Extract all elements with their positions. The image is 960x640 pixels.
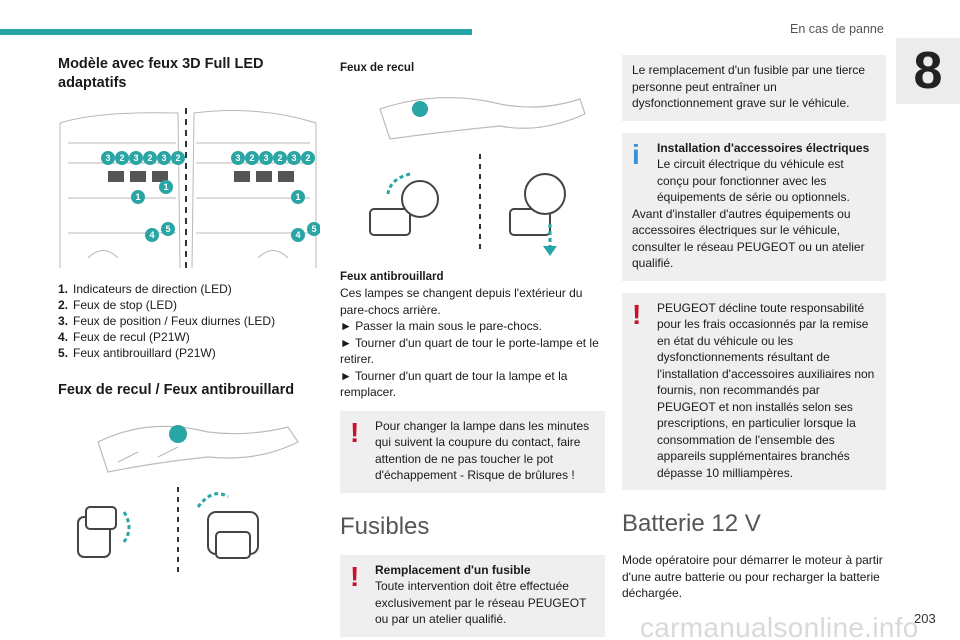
callout-2c: 2 [175,153,180,163]
warning-burn-note: ! Pour changer la lampe dans les minutes… [340,410,605,493]
antibrouillard-title: Feux antibrouillard [340,271,444,283]
antibrouillard-line: ► Tourner d'un quart de tour la lampe et… [340,368,568,400]
callout-r5: 5 [311,224,316,234]
callout-4: 4 [149,230,154,240]
header-accent-bar [0,29,472,35]
fuse-replacement-note: ! Remplacement d'un fusible Toute interv… [340,554,605,637]
section-title-recul: Feux de recul / Feux antibrouillard [58,382,295,398]
page-number: 203 [914,611,936,626]
chapter-number: 8 [896,38,960,104]
liability-warning-note: ! PEUGEOT décline toute responsabilité p… [622,292,886,490]
warning-icon: ! [350,416,360,448]
batterie-title: Batterie 12 V [622,510,761,537]
callout-r3c: 3 [291,153,296,163]
antibrouillard-line: ► Tourner d'un quart de tour le porte-la… [340,335,599,367]
light-list: 1.Indicateurs de direction (LED) 2.Feux … [58,281,320,361]
warning-icon: ! [632,298,642,330]
section-header: En cas de panne [790,22,884,36]
column-middle: Feux de recul Feux antibrouillard Ces la… [340,55,605,637]
column-right: Le remplacement d'un fusible par une tie… [622,55,886,602]
watermark-text: carmanualsonline.info [640,612,919,640]
column-left: Modèle avec feux 3D Full LED adaptatifs … [58,55,320,582]
callout-2: 2 [119,153,124,163]
callout-r1: 1 [295,192,300,202]
callout-r2b: 2 [277,153,282,163]
antibrouillard-line: ► Passer la main sous le pare-chocs. [340,319,542,333]
callout-5: 5 [165,224,170,234]
list-item: 3.Feux de position / Feux diurnes (LED) [58,314,276,328]
list-item: 2.Feux de stop (LED) [58,298,178,312]
rear-lights-illustration: 3 2 3 2 3 2 1 1 4 5 3 2 3 2 3 2 1 4 5 [58,103,320,273]
callout-1: 1 [135,192,140,202]
callout-r3b: 3 [263,153,268,163]
callout-r3: 3 [235,153,240,163]
batterie-text: Mode opératoire pour démarrer le moteur … [622,553,883,600]
callout-3b: 3 [133,153,138,163]
model-title: Modèle avec feux 3D Full LED adaptatifs [58,56,264,91]
list-item: 1.Indicateurs de direction (LED) [58,282,232,296]
fusibles-title: Fusibles [340,512,430,540]
reverse-light-illustration [340,84,605,259]
accessories-info-note: i Installation d'accessoires électriques… [622,132,886,281]
callout-r4: 4 [295,230,300,240]
callout-1b: 1 [163,182,168,192]
info-icon: i [632,138,640,170]
fuse-third-party-note: Le remplacement d'un fusible par une tie… [622,55,886,121]
list-item: 4.Feux de recul (P21W) [58,330,190,344]
warning-icon: ! [350,560,360,592]
callout-r2c: 2 [305,153,310,163]
callout-3c: 3 [161,153,166,163]
bulb-removal-illustration [58,412,320,582]
antibrouillard-line: Ces lampes se changent depuis l'extérieu… [340,286,583,317]
callout-2b: 2 [147,153,152,163]
recul-label: Feux de recul [340,62,415,74]
antibrouillard-section: Feux antibrouillard Ces lampes se change… [340,269,605,401]
callout-r2: 2 [249,153,254,163]
callout-3: 3 [105,153,110,163]
list-item: 5.Feux antibrouillard (P21W) [58,346,216,360]
